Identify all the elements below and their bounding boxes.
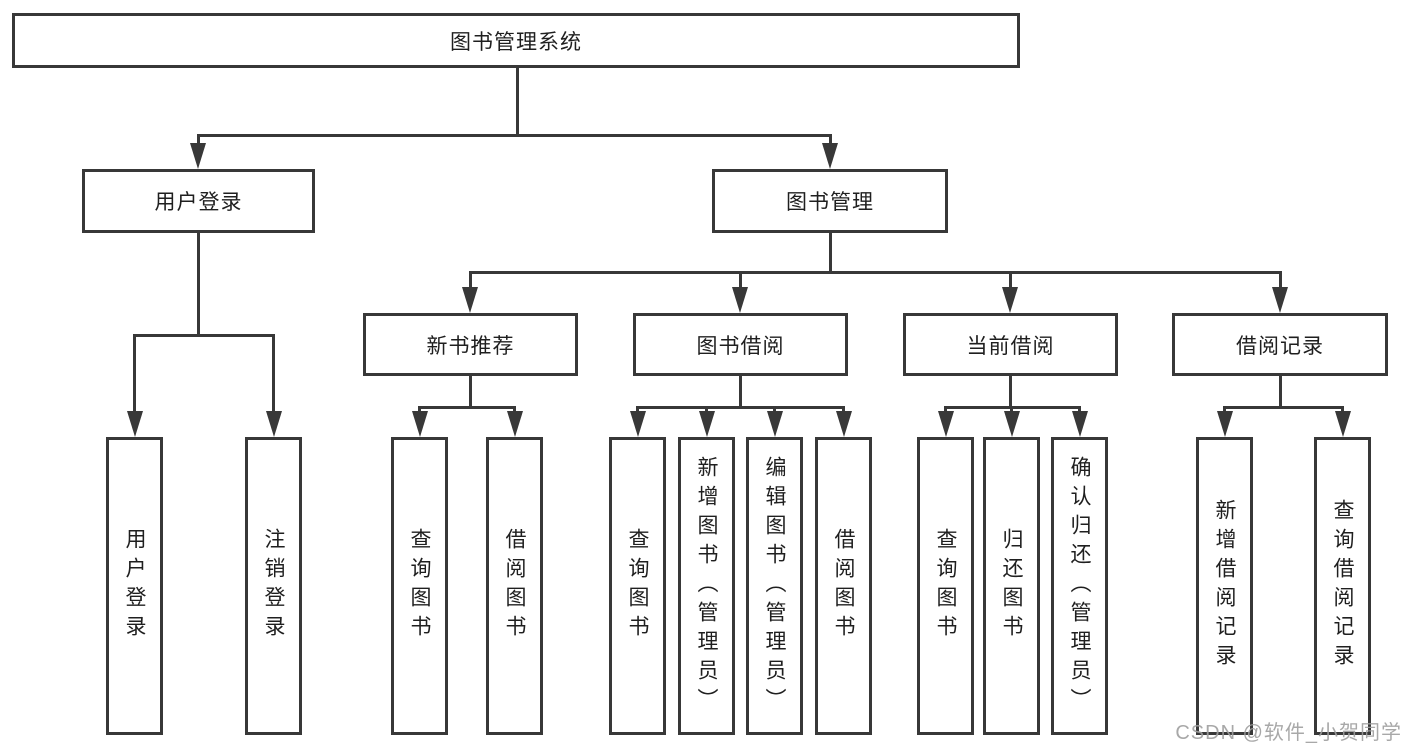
arrowhead-down-icon xyxy=(629,411,646,437)
node-label: 编辑图书（管理员） xyxy=(763,455,786,717)
node-cb-return-book: 归还图书 xyxy=(983,437,1040,735)
connector-line xyxy=(515,68,519,135)
arrowhead-down-icon xyxy=(1002,287,1018,313)
node-cb-query-book: 查询图书 xyxy=(917,437,974,735)
node-leaf-logout: 注销登录 xyxy=(245,437,302,735)
node-book-mgmt-module: 图书管理 xyxy=(712,169,948,233)
node-label: 借阅记录 xyxy=(1236,334,1324,358)
arrowhead-down-icon xyxy=(1003,411,1020,437)
arrowhead-down-icon xyxy=(506,411,523,437)
connector-line xyxy=(133,335,136,417)
node-bb-add-book: 新增图书（管理员） xyxy=(678,437,735,735)
connector-line xyxy=(468,376,472,407)
arrowhead-down-icon xyxy=(732,287,748,313)
node-label: 图书管理 xyxy=(786,191,874,214)
connector-line xyxy=(636,405,845,409)
node-label: 借阅图书 xyxy=(832,528,855,644)
arrowhead-down-icon xyxy=(835,411,852,437)
connector-line xyxy=(828,233,832,272)
connector-line xyxy=(738,272,742,293)
node-label: 图书管理系统 xyxy=(450,30,582,54)
arrowhead-down-icon xyxy=(937,411,954,437)
node-label: 当前借阅 xyxy=(966,334,1055,358)
node-label: 查询借阅记录 xyxy=(1331,499,1354,673)
node-label: 新增图书（管理员） xyxy=(695,455,718,717)
arrowhead-down-icon xyxy=(1071,411,1088,437)
node-borrow-records: 借阅记录 xyxy=(1172,313,1388,376)
connector-line xyxy=(196,135,200,149)
arrowhead-down-icon xyxy=(1334,411,1351,437)
node-br-query-record: 查询借阅记录 xyxy=(1314,437,1371,735)
connector-line xyxy=(133,333,275,337)
node-label: 借阅图书 xyxy=(503,528,526,644)
connector-line xyxy=(828,135,832,149)
node-root: 图书管理系统 xyxy=(12,13,1020,68)
node-current-borrow: 当前借阅 xyxy=(903,313,1118,376)
node-label: 新书推荐 xyxy=(426,334,515,358)
node-new-book-rec: 新书推荐 xyxy=(363,313,578,376)
node-br-add-record: 新增借阅记录 xyxy=(1196,437,1253,735)
node-label: 新增借阅记录 xyxy=(1213,499,1236,673)
node-nbr-borrow-book: 借阅图书 xyxy=(486,437,543,735)
node-label: 查询图书 xyxy=(408,528,431,644)
node-book-borrow: 图书借阅 xyxy=(633,313,848,376)
connector-line xyxy=(1278,272,1282,293)
node-bb-edit-book: 编辑图书（管理员） xyxy=(746,437,803,735)
node-bb-borrow-book: 借阅图书 xyxy=(815,437,872,735)
node-label: 用户登录 xyxy=(123,528,146,644)
arrowhead-down-icon xyxy=(698,411,715,437)
arrowhead-down-icon xyxy=(1216,411,1233,437)
node-label: 注销登录 xyxy=(262,528,285,644)
arrowhead-down-icon xyxy=(1272,287,1288,313)
node-label: 查询图书 xyxy=(626,528,649,644)
node-label: 查询图书 xyxy=(934,528,957,644)
connector-line xyxy=(196,233,200,335)
arrowhead-down-icon xyxy=(822,143,838,169)
connector-line xyxy=(1223,405,1344,409)
connector-line xyxy=(418,405,516,409)
connector-line xyxy=(738,376,742,407)
arrowhead-down-icon xyxy=(411,411,428,437)
arrowhead-down-icon xyxy=(766,411,783,437)
node-label: 图书借阅 xyxy=(696,334,785,358)
node-label: 确认归还（管理员） xyxy=(1068,455,1091,717)
node-nbr-query-book: 查询图书 xyxy=(391,437,448,735)
arrowhead-down-icon xyxy=(190,143,206,169)
node-cb-confirm-return: 确认归还（管理员） xyxy=(1051,437,1108,735)
connector-line xyxy=(196,133,832,137)
node-label: 用户登录 xyxy=(154,191,243,214)
connector-line xyxy=(272,335,275,417)
arrowhead-down-icon xyxy=(462,287,478,313)
node-leaf-user-login: 用户登录 xyxy=(106,437,163,735)
connector-line xyxy=(468,270,1282,274)
arrowhead-down-icon xyxy=(265,411,282,437)
connector-line xyxy=(1008,272,1012,293)
connector-line xyxy=(1008,376,1012,407)
node-user-login-module: 用户登录 xyxy=(82,169,315,233)
connector-line xyxy=(468,272,472,293)
node-bb-query-book: 查询图书 xyxy=(609,437,666,735)
node-label: 归还图书 xyxy=(1000,528,1023,644)
connector-line xyxy=(1278,376,1282,407)
arrowhead-down-icon xyxy=(126,411,143,437)
